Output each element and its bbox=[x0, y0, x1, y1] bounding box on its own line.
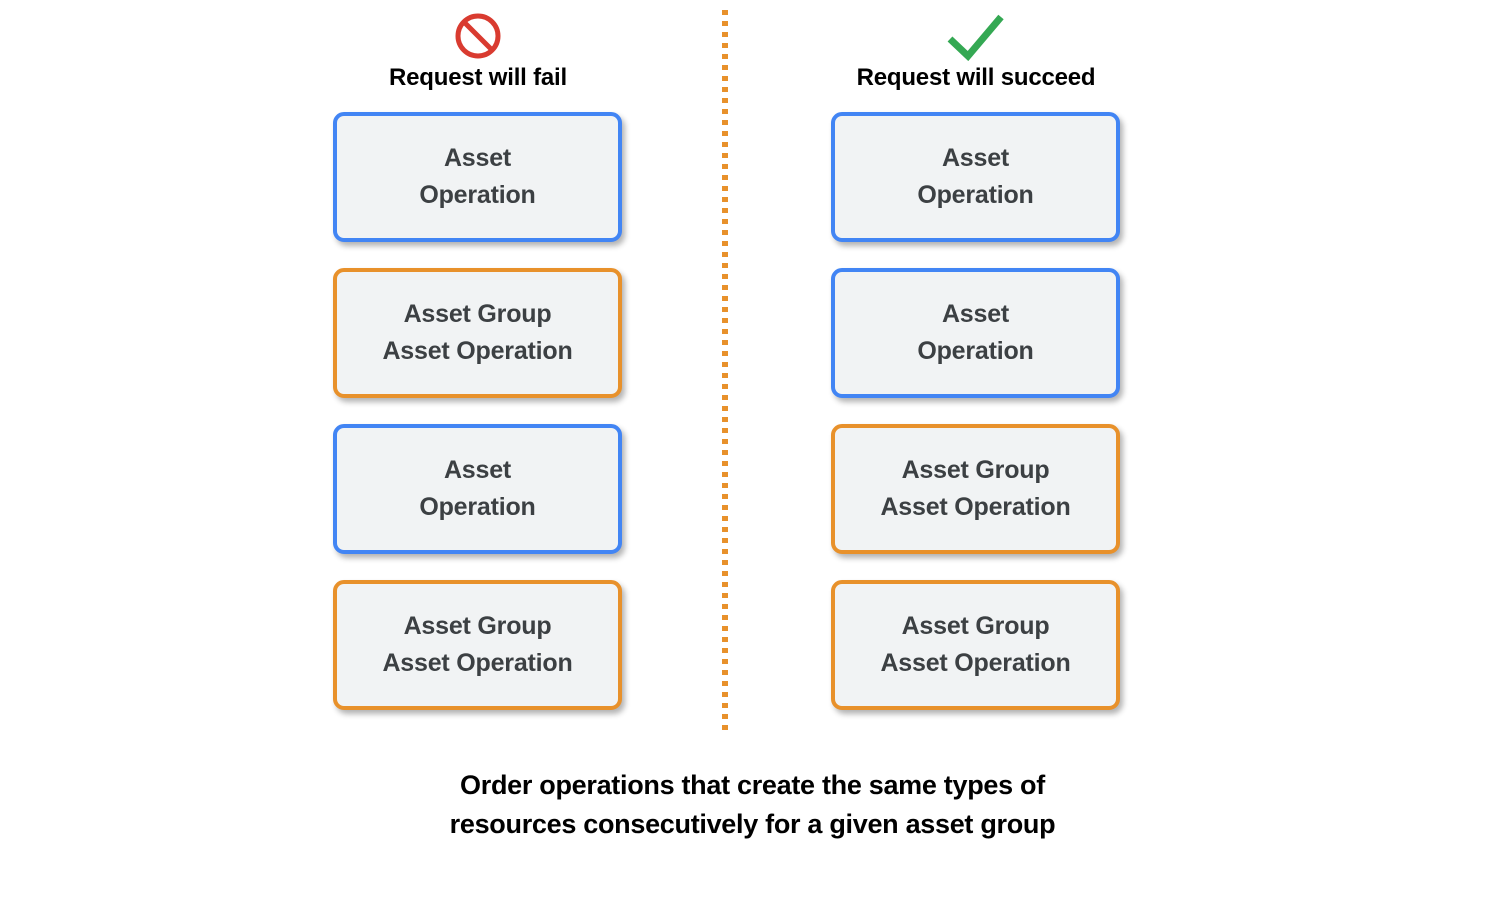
flow-box-label: Asset Group Asset Operation bbox=[382, 300, 573, 365]
box-stack-succeed: Asset Operation Asset Operation Asset Gr… bbox=[831, 112, 1120, 736]
checkmark-icon bbox=[826, 8, 1126, 64]
column-header-succeed: Request will succeed bbox=[826, 8, 1126, 92]
flow-box[interactable]: Asset Group Asset Operation bbox=[831, 580, 1120, 710]
flow-box[interactable]: Asset Operation bbox=[831, 268, 1120, 398]
flow-box-label: Asset Operation bbox=[419, 144, 536, 209]
flow-box[interactable]: Asset Group Asset Operation bbox=[333, 580, 622, 710]
box-stack-fail: Asset Operation Asset Group Asset Operat… bbox=[333, 112, 622, 736]
flow-box[interactable]: Asset Operation bbox=[831, 112, 1120, 242]
flow-box-label: Asset Group Asset Operation bbox=[382, 612, 573, 677]
flow-box[interactable]: Asset Group Asset Operation bbox=[333, 268, 622, 398]
flow-box[interactable]: Asset Operation bbox=[333, 112, 622, 242]
flow-box[interactable]: Asset Group Asset Operation bbox=[831, 424, 1120, 554]
column-header-fail: Request will fail bbox=[328, 8, 628, 92]
flow-box-label: Asset Group Asset Operation bbox=[880, 456, 1071, 521]
diagram-caption: Order operations that create the same ty… bbox=[449, 770, 1056, 839]
flow-box-label: Asset Operation bbox=[917, 144, 1034, 209]
column-title-succeed: Request will succeed bbox=[856, 64, 1096, 91]
flow-box[interactable]: Asset Operation bbox=[333, 424, 622, 554]
flow-box-label: Asset Group Asset Operation bbox=[880, 612, 1071, 677]
flow-box-label: Asset Operation bbox=[419, 456, 536, 521]
column-title-fail: Request will fail bbox=[389, 64, 567, 91]
prohibition-icon bbox=[328, 8, 628, 64]
flow-box-label: Asset Operation bbox=[917, 300, 1034, 365]
vertical-dotted-divider bbox=[722, 10, 728, 736]
